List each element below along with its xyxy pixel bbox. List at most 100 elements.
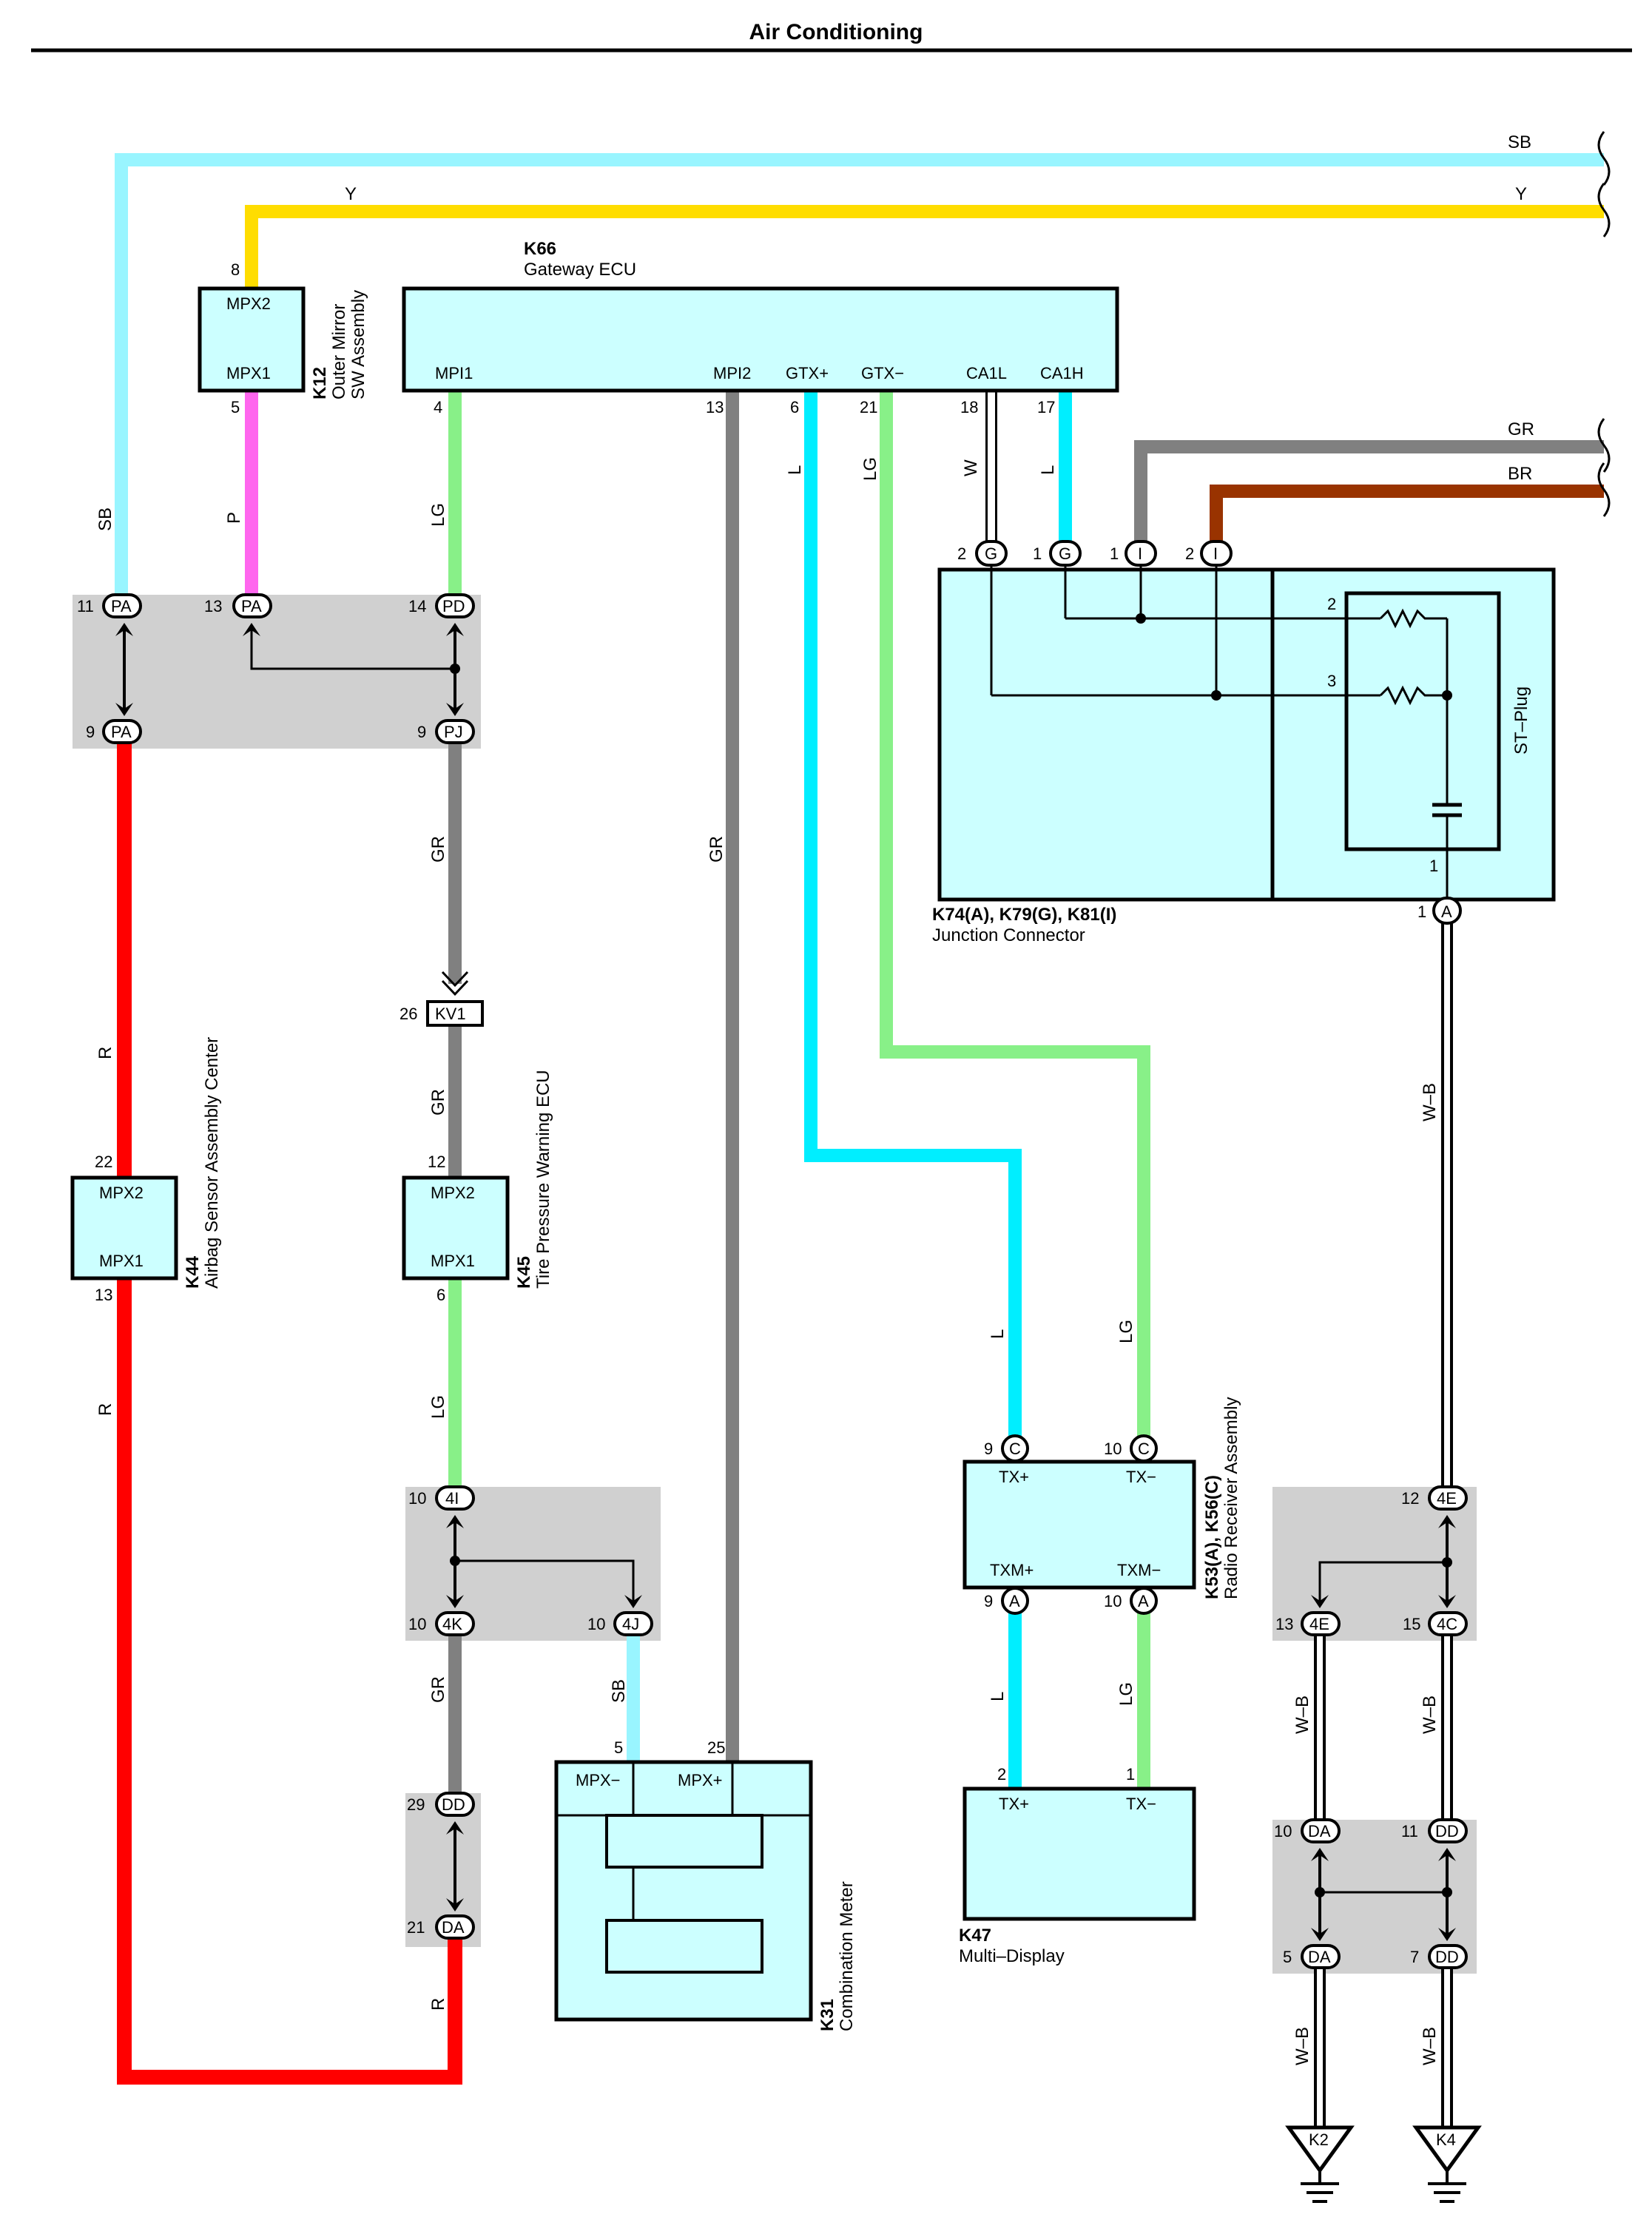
k45-tire-pressure-ecu	[402, 1175, 510, 1280]
connector-a-10: A 10	[1104, 1587, 1158, 1615]
k31-pin-25: 25	[707, 1738, 725, 1757]
connector-4j-10: 4J 10	[587, 1611, 653, 1636]
svg-text:1: 1	[1417, 902, 1426, 921]
k12-mpx1: MPX1	[226, 364, 271, 382]
wire-label-r-upper: R	[95, 1047, 115, 1059]
k53-txm-plus: TXM+	[990, 1561, 1034, 1579]
svg-text:9: 9	[984, 1592, 993, 1610]
wire-wb-group	[1314, 922, 1453, 2127]
wire-label-gr-kv1: GR	[428, 1089, 448, 1116]
connector-4c-15: 4C 15	[1403, 1611, 1468, 1636]
connector-a-1: A 1	[1417, 897, 1462, 925]
wire-label-wb-4e: W–B	[1292, 1695, 1312, 1734]
k66-pin-num-13: 13	[706, 398, 724, 416]
svg-text:PD: PD	[442, 597, 465, 615]
svg-text:10: 10	[408, 1489, 426, 1508]
wire-y	[245, 205, 1604, 290]
wire-label-lg-radio: LG	[1116, 1320, 1136, 1343]
wire-label-gr-bus: GR	[1508, 419, 1534, 439]
wire-label-gr-4k: GR	[428, 1676, 448, 1703]
k44-mpx1: MPX1	[99, 1252, 144, 1270]
connector-pa-11: PA 11	[77, 593, 142, 618]
k66-pin-num-4: 4	[434, 398, 442, 416]
wire-label-r-lower: R	[95, 1403, 115, 1416]
svg-text:4E: 4E	[1309, 1615, 1329, 1633]
svg-text:C: C	[1138, 1440, 1150, 1458]
svg-text:I: I	[1138, 544, 1142, 563]
k44-mpx2: MPX2	[99, 1184, 144, 1202]
ground-k2: K2	[1285, 2125, 1355, 2203]
connector-i-1: I 1	[1110, 540, 1157, 567]
svg-text:9: 9	[86, 723, 95, 741]
svg-text:4C: 4C	[1437, 1615, 1457, 1633]
connector-g-1: G 1	[1033, 540, 1082, 567]
svg-text:21: 21	[407, 1918, 425, 1937]
wire-br-bus	[1210, 485, 1604, 544]
k45-pin-6: 6	[436, 1286, 445, 1304]
svg-text:C: C	[1009, 1440, 1021, 1458]
k66-pin-gtxp: GTX+	[786, 364, 829, 382]
svg-text:4J: 4J	[622, 1615, 639, 1633]
k44-code: K44	[183, 1255, 203, 1289]
svg-text:DD: DD	[442, 1795, 465, 1814]
svg-text:KV1: KV1	[435, 1005, 466, 1023]
connector-4i-10: 4I 10	[408, 1485, 475, 1511]
wire-label-lg-mpi1: LG	[428, 503, 448, 527]
wire-label-l-gtx: L	[785, 465, 805, 475]
k53-tx-plus: TX+	[999, 1468, 1029, 1486]
k44-airbag-sensor	[70, 1175, 178, 1280]
k45-code: K45	[514, 1256, 534, 1289]
svg-text:G: G	[985, 544, 997, 563]
connector-pa-9: PA 9	[86, 719, 142, 744]
k66-pin-mpi1: MPI1	[435, 364, 473, 382]
connector-i-2: I 2	[1185, 540, 1233, 567]
k31-name: Combination Meter	[837, 1881, 857, 2031]
wire-r	[117, 737, 462, 2085]
k53-name: Radio Receiver Assembly	[1221, 1397, 1241, 1599]
connector-4e-13: 4E 13	[1275, 1611, 1341, 1636]
svg-text:10: 10	[1104, 1440, 1122, 1458]
k12-code: K12	[310, 367, 330, 399]
k66-pin-mpi2: MPI2	[713, 364, 751, 382]
k53-txm-minus: TXM−	[1117, 1561, 1161, 1579]
svg-text:PA: PA	[241, 597, 262, 615]
svg-text:13: 13	[204, 597, 222, 615]
k45-mpx1: MPX1	[431, 1252, 475, 1270]
dd-block-internal-wiring	[446, 1821, 464, 1911]
svg-text:10: 10	[587, 1615, 605, 1633]
wire-label-gr-pj: GR	[428, 836, 448, 863]
st-plug-pin-1: 1	[1429, 857, 1438, 875]
connector-pj-9: PJ 9	[417, 719, 475, 744]
svg-text:DD: DD	[1435, 1822, 1459, 1840]
svg-text:G: G	[1059, 544, 1071, 563]
svg-text:10: 10	[408, 1615, 426, 1633]
k12-name-2: SW Assembly	[348, 290, 368, 399]
svg-text:9: 9	[417, 723, 426, 741]
wire-label-sb-left: SB	[95, 507, 115, 531]
svg-text:14: 14	[408, 597, 426, 615]
st-plug-pin-2: 2	[1327, 595, 1336, 613]
wire-label-wb-4c: W–B	[1420, 1695, 1440, 1734]
svg-text:DA: DA	[1308, 1822, 1331, 1840]
wire-label-lg-k45: LG	[428, 1395, 448, 1419]
svg-text:7: 7	[1410, 1948, 1419, 1966]
svg-text:A: A	[1441, 902, 1452, 921]
k74-name: Junction Connector	[932, 925, 1085, 945]
connector-kv1: KV1 26	[399, 971, 484, 1027]
wire-sb-top	[115, 153, 1604, 605]
wire-label-l-display: L	[988, 1692, 1008, 1701]
svg-text:2: 2	[1185, 544, 1194, 563]
k31-code: K31	[817, 1999, 837, 2031]
k66-pin-num-17: 17	[1037, 398, 1055, 416]
k53-code: K53(A), K56(C)	[1202, 1475, 1222, 1599]
svg-text:DD: DD	[1435, 1948, 1459, 1966]
svg-text:10: 10	[1274, 1822, 1292, 1840]
svg-text:15: 15	[1403, 1615, 1420, 1633]
wire-label-lg-display: LG	[1116, 1682, 1136, 1706]
svg-text:5: 5	[1283, 1948, 1292, 1966]
page-title: Air Conditioning	[749, 20, 923, 44]
connector-c-10: C 10	[1104, 1434, 1158, 1462]
k45-name: Tire Pressure Warning ECU	[533, 1070, 553, 1289]
wire-label-r-da: R	[428, 1998, 448, 2011]
wire-label-l-radio: L	[988, 1329, 1008, 1339]
